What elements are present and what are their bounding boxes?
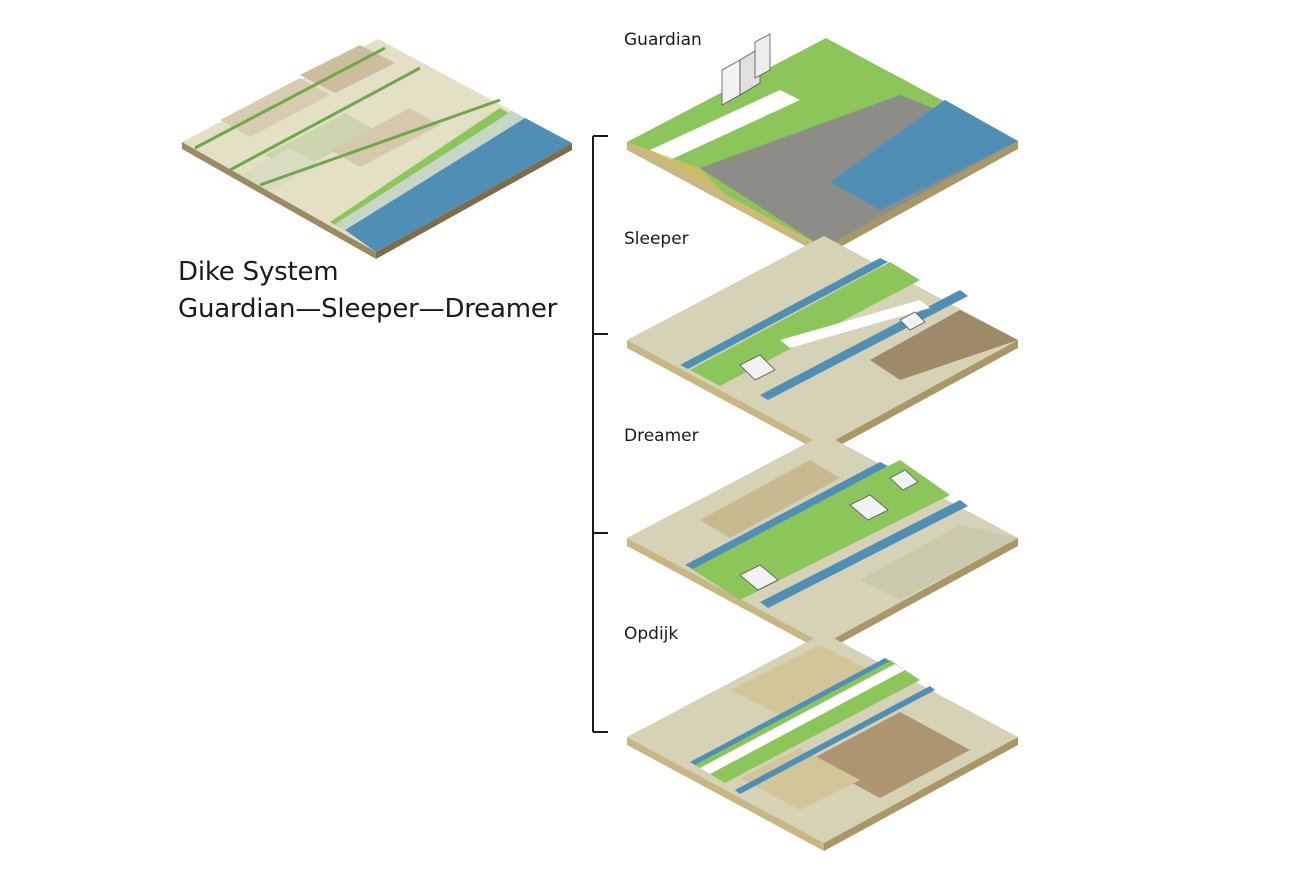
opdijk-block (627, 633, 1018, 851)
dreamer-block (627, 434, 1018, 652)
layer-label-dreamer: Dreamer (624, 426, 699, 446)
overview-map-block (182, 39, 572, 259)
diagram-title: Dike System Guardian—Sleeper—Dreamer (178, 254, 557, 328)
sleeper-block (627, 236, 1018, 454)
layer-label-sleeper: Sleeper (624, 229, 689, 249)
title-line-2: Guardian—Sleeper—Dreamer (178, 294, 558, 324)
guardian-block (627, 33, 1018, 256)
layer-bracket (592, 135, 608, 733)
layer-label-guardian: Guardian (624, 30, 702, 50)
title-line-1: Dike System (178, 257, 339, 287)
layer-label-opdijk: Opdijk (624, 624, 679, 644)
